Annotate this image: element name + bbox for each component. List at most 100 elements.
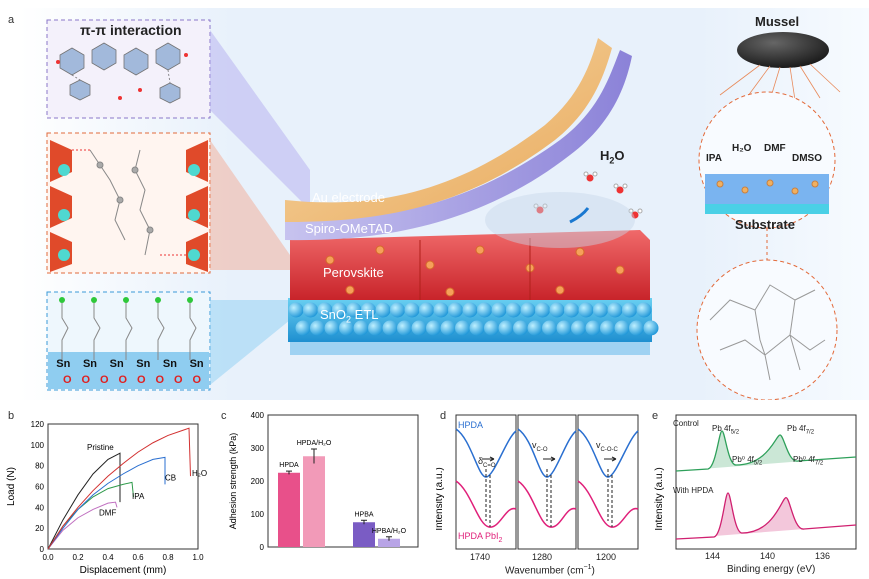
sno2-chains [61, 302, 197, 360]
b-ylabel: Load (N) [6, 467, 17, 506]
au-electrode-label: Au electrode [312, 190, 385, 205]
d-bottom-curve [577, 480, 639, 528]
sno2-sphere [303, 302, 318, 318]
c-ylabel: Adhesion strength (kPa) [228, 433, 238, 530]
d-bottom-curve [517, 480, 577, 528]
sno2-sphere [339, 320, 354, 336]
au-layer [285, 38, 612, 222]
sno2-sphere [390, 302, 405, 318]
b-xtick: 0.4 [102, 553, 114, 562]
b-series-label: H₂O [192, 469, 207, 478]
water-molecules [533, 171, 643, 219]
octahedra-right [186, 140, 208, 272]
b-ytick: 80 [35, 462, 44, 471]
d-peak-label-2: vC-O [532, 440, 548, 453]
solvent-ipa: IPA [706, 153, 722, 164]
sno2-sphere [332, 302, 347, 318]
sno2-sphere [361, 302, 376, 318]
sno2-chain-tops [59, 297, 193, 303]
d-peak-label-3: vC-O-C [596, 440, 618, 453]
sno2-sphere [346, 302, 362, 318]
b-ytick: 40 [35, 503, 44, 512]
e-xtick-1: 144 [705, 551, 721, 561]
sno2-sphere [317, 302, 333, 318]
pi-atoms [56, 53, 188, 100]
sno2-sphere [491, 302, 507, 318]
b-xtick: 0.0 [42, 553, 54, 562]
sno2-sphere [585, 320, 601, 336]
o-atom-label: O [155, 374, 165, 386]
c-bar [303, 456, 325, 547]
sno2-sphere [411, 320, 427, 336]
sno2-balls [288, 298, 659, 342]
c-bar [278, 472, 300, 547]
sno2-sphere [643, 320, 659, 336]
perovskite-grain-lines [419, 238, 531, 300]
c-ytick: 100 [251, 510, 265, 519]
pi-interaction-label: π-π interaction [80, 22, 182, 38]
e-with-label: With HPDA [673, 486, 714, 495]
d-shift-arrowhead [550, 456, 556, 462]
fan-sno2 [210, 300, 290, 385]
b-series-line [47, 456, 166, 550]
d-peak-label-1: δC=O [478, 456, 496, 469]
sno2-sphere [484, 320, 499, 336]
sno2-sphere [404, 302, 420, 318]
sno2-substrate-band [48, 352, 209, 389]
panel-c-letter: c [221, 410, 227, 422]
d-legend-bottom: HPDA PbI2 [458, 531, 503, 544]
solvent-surface-molecules [716, 179, 819, 195]
sno2-sphere [375, 302, 391, 318]
e-with-curve [675, 492, 857, 540]
sno2-sphere [520, 302, 536, 318]
sno2-sphere [564, 302, 579, 318]
d-shift-arrowhead [489, 456, 495, 462]
b-ytick: 120 [31, 420, 45, 429]
sno2-sphere [433, 302, 449, 318]
o-atom-label: O [81, 374, 91, 386]
sno2-sphere [614, 320, 630, 336]
sno2-sphere [636, 302, 652, 318]
b-ytick: 100 [31, 441, 45, 450]
d-subplot-frame [577, 414, 639, 550]
d-xtick-3: 1200 [596, 552, 617, 562]
b-series-line [47, 427, 191, 550]
b-series-line [47, 452, 121, 550]
d-ylabel: Intensity (a.u.) [436, 467, 445, 530]
b-xtick: 0.2 [72, 553, 84, 562]
e-xtick-3: 136 [815, 551, 831, 561]
o-atom-label: O [173, 374, 183, 386]
b-axes-frame [47, 423, 199, 550]
mussel-threads [719, 63, 841, 101]
sno2-sphere [455, 320, 470, 336]
sno2-sphere [419, 302, 434, 318]
sno2-sphere [600, 320, 615, 336]
e-ylabel: Intensity (a.u.) [654, 467, 665, 530]
sno2-sphere [527, 320, 543, 336]
sno2-sphere [498, 320, 514, 336]
fan-spiro [210, 30, 310, 210]
panel-a-schematic [20, 8, 869, 400]
solvent-h2o: H₂O [732, 143, 752, 154]
b-ytick: 20 [35, 524, 44, 533]
substrate-label: Substrate [735, 217, 795, 232]
sno2-sphere [368, 320, 383, 336]
c-bar-label: HPBA [354, 511, 373, 518]
sno2-sphere [353, 320, 369, 336]
b-series-label: IPA [132, 492, 145, 501]
o-atom-label: O [99, 374, 109, 386]
d-legend-top: HPDA [458, 420, 484, 430]
mussel-label: Mussel [755, 14, 800, 29]
c-axes-frame [267, 414, 419, 548]
sno2-sphere [622, 302, 637, 318]
sno2-sphere [288, 302, 304, 318]
polymer-circle [696, 259, 838, 400]
e-pb-label-1: Pb 4f5/2 [712, 424, 740, 436]
panel-e-chart: Intensity (a.u.) [654, 414, 857, 550]
sno2-sphere [295, 320, 311, 336]
e-control-curve [675, 430, 857, 472]
sno2-sphere [462, 302, 478, 318]
e-pb-label-3: Pb⁰ 4f5/2 [732, 455, 763, 467]
